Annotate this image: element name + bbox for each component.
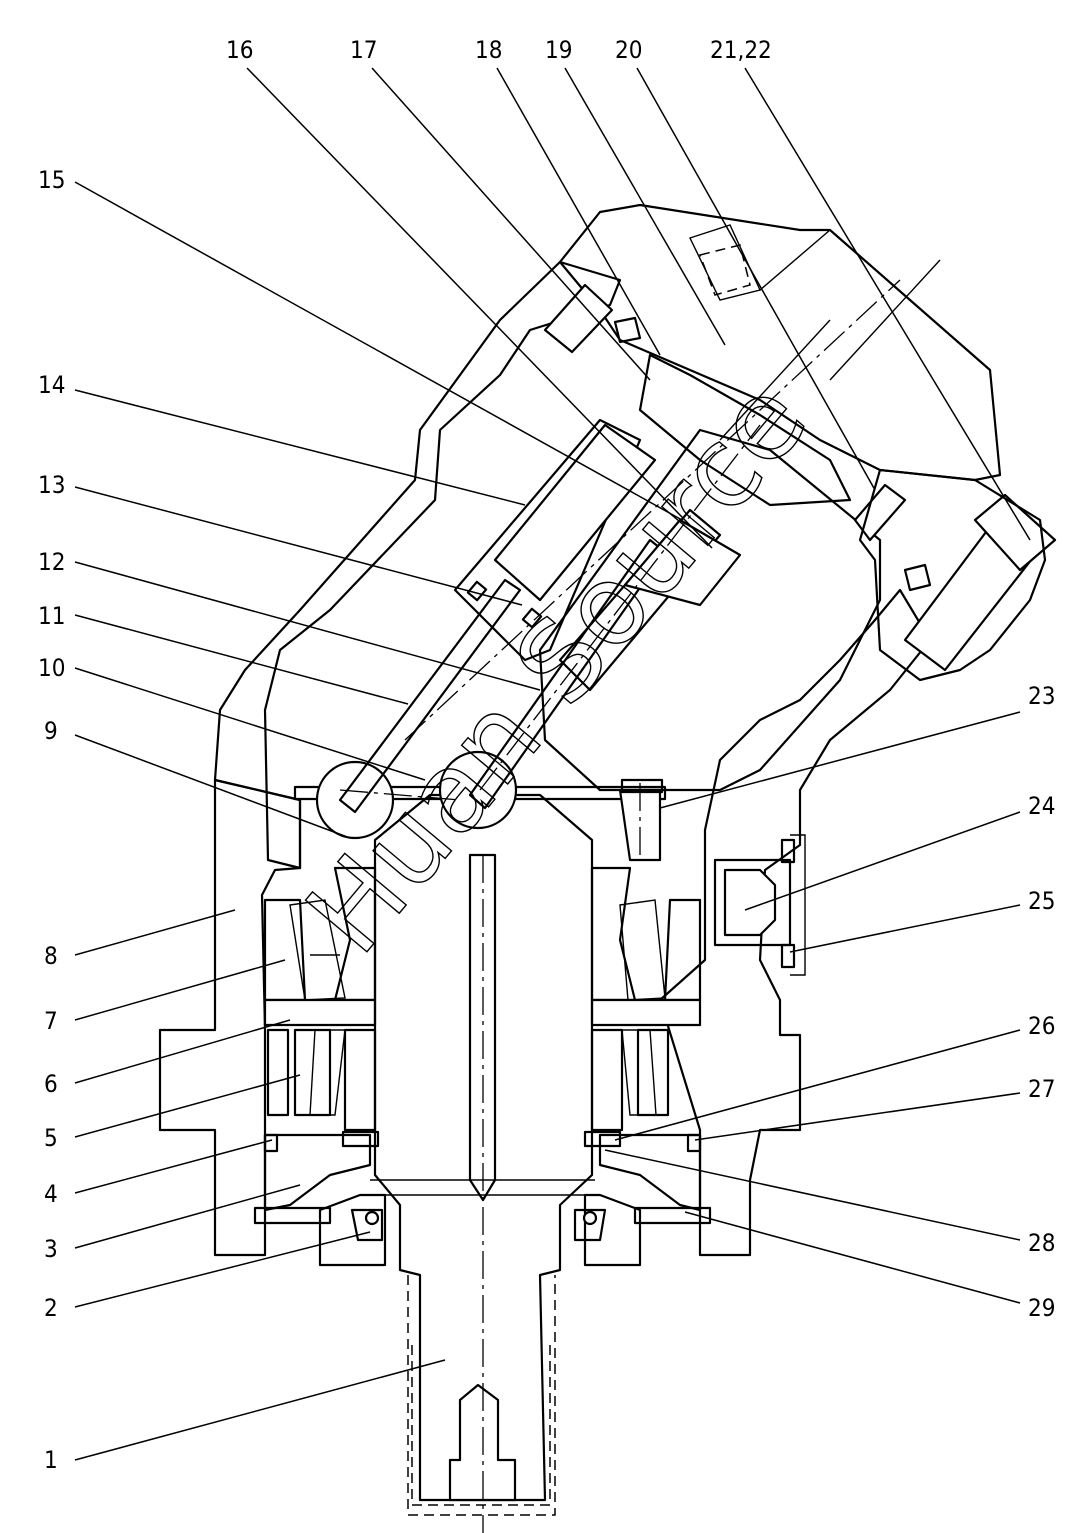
callout-21-22: 21,22 xyxy=(710,36,772,64)
end-cap-right-section xyxy=(858,468,1047,682)
callout-20: 20 xyxy=(615,36,642,64)
drain-plug xyxy=(713,834,806,976)
callout-24: 24 xyxy=(1028,792,1055,820)
callout-13: 13 xyxy=(38,471,65,499)
callout-17: 17 xyxy=(350,36,377,64)
callout-4: 4 xyxy=(44,1180,58,1208)
callout-25: 25 xyxy=(1028,887,1055,915)
drive-flange xyxy=(293,750,667,862)
cylinder-block xyxy=(338,418,882,814)
end-cap xyxy=(543,203,1057,672)
callout-8: 8 xyxy=(44,942,58,970)
callout-9: 9 xyxy=(44,717,58,745)
callout-5: 5 xyxy=(44,1124,58,1152)
callout-labels: 1 2 3 4 5 6 7 8 9 10 11 12 13 14 15 16 1… xyxy=(38,36,1055,1474)
callout-11: 11 xyxy=(38,602,65,630)
center-lines xyxy=(339,279,901,1533)
callout-26: 26 xyxy=(1028,1012,1055,1040)
callout-14: 14 xyxy=(38,371,65,399)
callout-29: 29 xyxy=(1028,1294,1055,1322)
callout-28: 28 xyxy=(1028,1229,1055,1257)
callout-16: 16 xyxy=(226,36,253,64)
callout-7: 7 xyxy=(44,1007,58,1035)
callout-12: 12 xyxy=(38,548,65,576)
callout-1: 1 xyxy=(44,1446,58,1474)
callout-2: 2 xyxy=(44,1294,58,1322)
callout-15: 15 xyxy=(38,166,65,194)
callout-18: 18 xyxy=(475,36,502,64)
callout-3: 3 xyxy=(44,1235,58,1263)
callout-10: 10 xyxy=(38,654,65,682)
callout-23: 23 xyxy=(1028,682,1055,710)
callout-6: 6 xyxy=(44,1070,58,1098)
callout-27: 27 xyxy=(1028,1075,1055,1103)
callout-19: 19 xyxy=(545,36,572,64)
callout-leaders xyxy=(74,67,1031,1461)
